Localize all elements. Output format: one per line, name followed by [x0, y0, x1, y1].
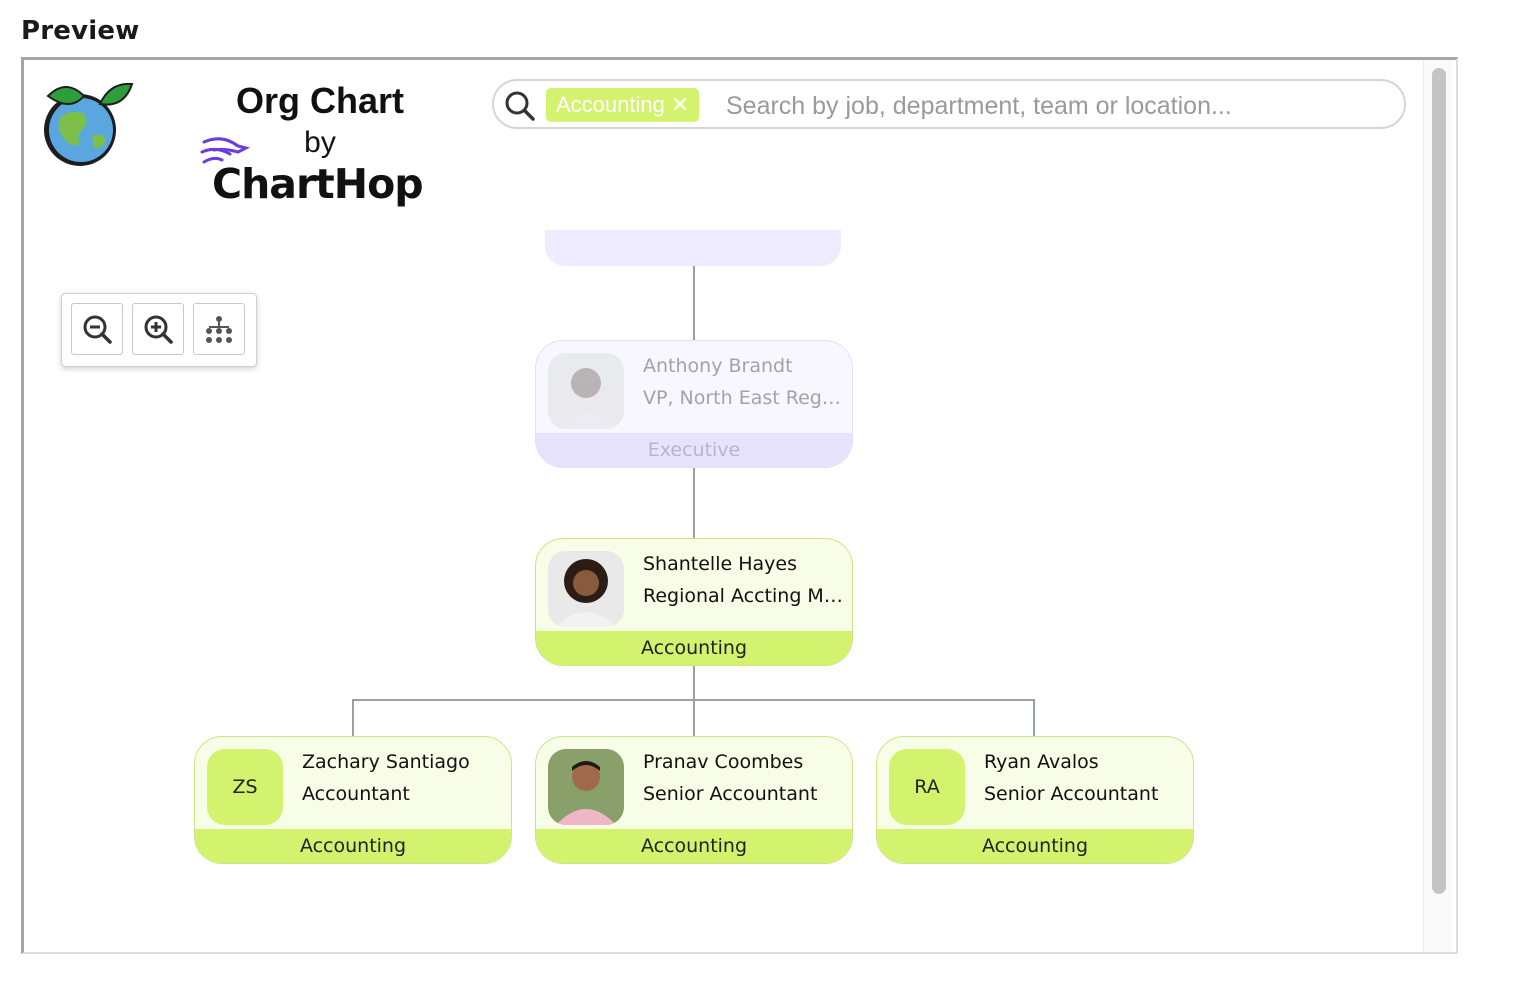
- zoom-in-button[interactable]: [132, 303, 184, 355]
- connector-line: [693, 266, 695, 340]
- globe-logo-icon: [40, 78, 134, 172]
- avatar: [548, 353, 624, 429]
- department-label: Executive: [536, 433, 852, 467]
- filter-chip-label: Accounting: [556, 92, 665, 117]
- vertical-scrollbar[interactable]: [1423, 60, 1452, 952]
- brand-title: Org Chart: [235, 80, 404, 121]
- connector-line: [693, 466, 695, 540]
- preview-frame: Anthony Brandt VP, North East Region Exe…: [21, 57, 1458, 954]
- employee-name: Pranav Coombes: [643, 751, 804, 773]
- org-card-manager[interactable]: Anthony Brandt VP, North East Region Exe…: [535, 340, 853, 468]
- org-tree-icon: [206, 316, 232, 343]
- department-label: Accounting: [536, 829, 852, 863]
- employee-name: Shantelle Hayes: [643, 553, 797, 575]
- preview-heading: Preview: [21, 16, 140, 46]
- connector-line: [352, 699, 354, 738]
- fit-chart-button[interactable]: [193, 303, 245, 355]
- connector-line: [1033, 699, 1035, 738]
- employee-title: Senior Accountant: [643, 783, 818, 805]
- zoom-out-button[interactable]: [71, 303, 123, 355]
- brand-name: ChartHop: [212, 160, 424, 208]
- employee-name: Ryan Avalos: [984, 751, 1099, 773]
- brand-by: by: [304, 126, 336, 159]
- close-icon[interactable]: ✕: [670, 92, 690, 117]
- avatar: [548, 551, 624, 627]
- avatar-initials: RA: [889, 749, 965, 825]
- connector-line: [693, 665, 695, 738]
- department-label: Accounting: [877, 829, 1193, 863]
- org-card-partial[interactable]: [545, 230, 841, 266]
- filter-chip[interactable]: Accounting ✕: [546, 88, 700, 122]
- department-label: Accounting: [195, 829, 511, 863]
- connector-line: [352, 699, 1035, 701]
- department-label: Accounting: [536, 631, 852, 665]
- brand-block: Org Chart by ChartHop: [200, 80, 440, 220]
- employee-title: VP, North East Region: [643, 387, 843, 409]
- avatar-initials: ZS: [207, 749, 283, 825]
- zoom-controls: [61, 293, 257, 367]
- scrollbar-thumb[interactable]: [1432, 68, 1446, 894]
- zoom-in-icon: [144, 315, 173, 344]
- employee-title: Senior Accountant: [984, 783, 1159, 805]
- search-input[interactable]: [724, 85, 1388, 127]
- employee-name: Anthony Brandt: [643, 355, 793, 377]
- charthop-bird-icon: [200, 137, 250, 164]
- org-card-report[interactable]: RA Ryan Avalos Senior Accountant Account…: [876, 736, 1194, 864]
- employee-title: Regional Accting Mgr: [643, 585, 843, 607]
- employee-title: Accountant: [302, 783, 410, 805]
- search-icon: [505, 91, 535, 121]
- search-bar[interactable]: Accounting ✕: [492, 79, 1406, 129]
- org-card-report[interactable]: ZS Zachary Santiago Accountant Accountin…: [194, 736, 512, 864]
- org-chart-canvas[interactable]: Anthony Brandt VP, North East Region Exe…: [24, 60, 1424, 952]
- employee-name: Zachary Santiago: [302, 751, 470, 773]
- avatar: [548, 749, 624, 825]
- org-card-focus[interactable]: Shantelle Hayes Regional Accting Mgr Acc…: [535, 538, 853, 666]
- org-card-report[interactable]: Pranav Coombes Senior Accountant Account…: [535, 736, 853, 864]
- zoom-out-icon: [83, 315, 112, 344]
